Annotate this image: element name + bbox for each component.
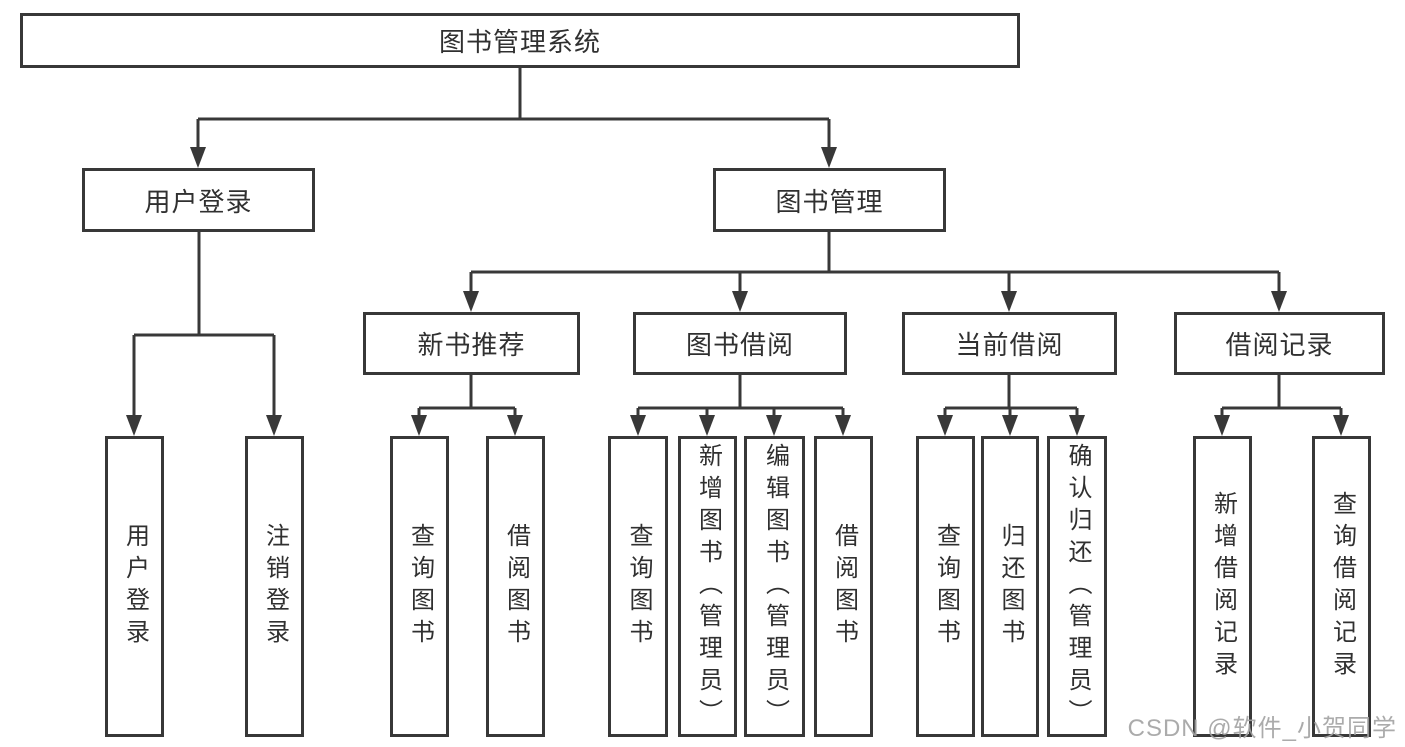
node-label: 用户登录	[121, 522, 149, 651]
leaf-edit-books-admin: 编辑图书（管理员）	[744, 436, 805, 737]
leaf-add-borrow-record: 新增借阅记录	[1193, 436, 1252, 737]
node-borrowing-records: 借阅记录	[1174, 312, 1385, 375]
leaf-query-books-borrowing: 查询图书	[608, 436, 668, 737]
node-label: 查询图书	[932, 522, 960, 651]
node-new-book-recommendation: 新书推荐	[363, 312, 580, 375]
leaf-add-books-admin: 新增图书（管理员）	[678, 436, 737, 737]
node-label: 当前借阅	[955, 330, 1064, 360]
node-label: 新增图书（管理员）	[694, 442, 722, 731]
leaf-query-books-recommend: 查询图书	[390, 436, 449, 737]
node-label: 查询图书	[406, 522, 434, 651]
node-label: 新书推荐	[417, 330, 526, 360]
connector-path	[132, 68, 1343, 415]
node-label: 查询借阅记录	[1328, 490, 1356, 683]
node-label: 确认归还（管理员）	[1064, 442, 1091, 731]
node-label: 借阅记录	[1225, 330, 1334, 360]
node-label: 查询图书	[625, 522, 652, 651]
leaf-user-login: 用户登录	[105, 436, 164, 737]
node-label: 用户登录	[144, 186, 253, 217]
node-label: 归还图书	[997, 522, 1024, 651]
node-label: 图书管理	[775, 186, 884, 217]
node-label: 借阅图书	[830, 522, 858, 651]
leaf-borrow-books-borrowing: 借阅图书	[814, 436, 873, 737]
node-book-borrowing: 图书借阅	[633, 312, 847, 375]
watermark-text: CSDN @软件_小贺同学	[1127, 715, 1397, 742]
node-user-login: 用户登录	[82, 168, 315, 232]
leaf-return-books: 归还图书	[981, 436, 1039, 737]
node-book-management: 图书管理	[713, 168, 946, 232]
leaf-confirm-return-admin: 确认归还（管理员）	[1047, 436, 1107, 737]
leaf-query-borrow-record: 查询借阅记录	[1312, 436, 1371, 737]
arrow-heads	[126, 147, 1349, 436]
node-label: 注销登录	[261, 522, 289, 651]
node-label: 图书管理系统	[438, 27, 601, 57]
node-label: 编辑图书（管理员）	[761, 442, 789, 731]
node-current-borrowing: 当前借阅	[902, 312, 1117, 375]
node-library-management-system: 图书管理系统	[20, 13, 1020, 68]
node-label: 图书借阅	[685, 330, 794, 360]
leaf-borrow-books-recommend: 借阅图书	[486, 436, 545, 737]
node-label: 借阅图书	[502, 522, 530, 651]
leaf-query-books-current: 查询图书	[916, 436, 975, 737]
node-label: 新增借阅记录	[1209, 490, 1237, 683]
leaf-logout: 注销登录	[245, 436, 304, 737]
